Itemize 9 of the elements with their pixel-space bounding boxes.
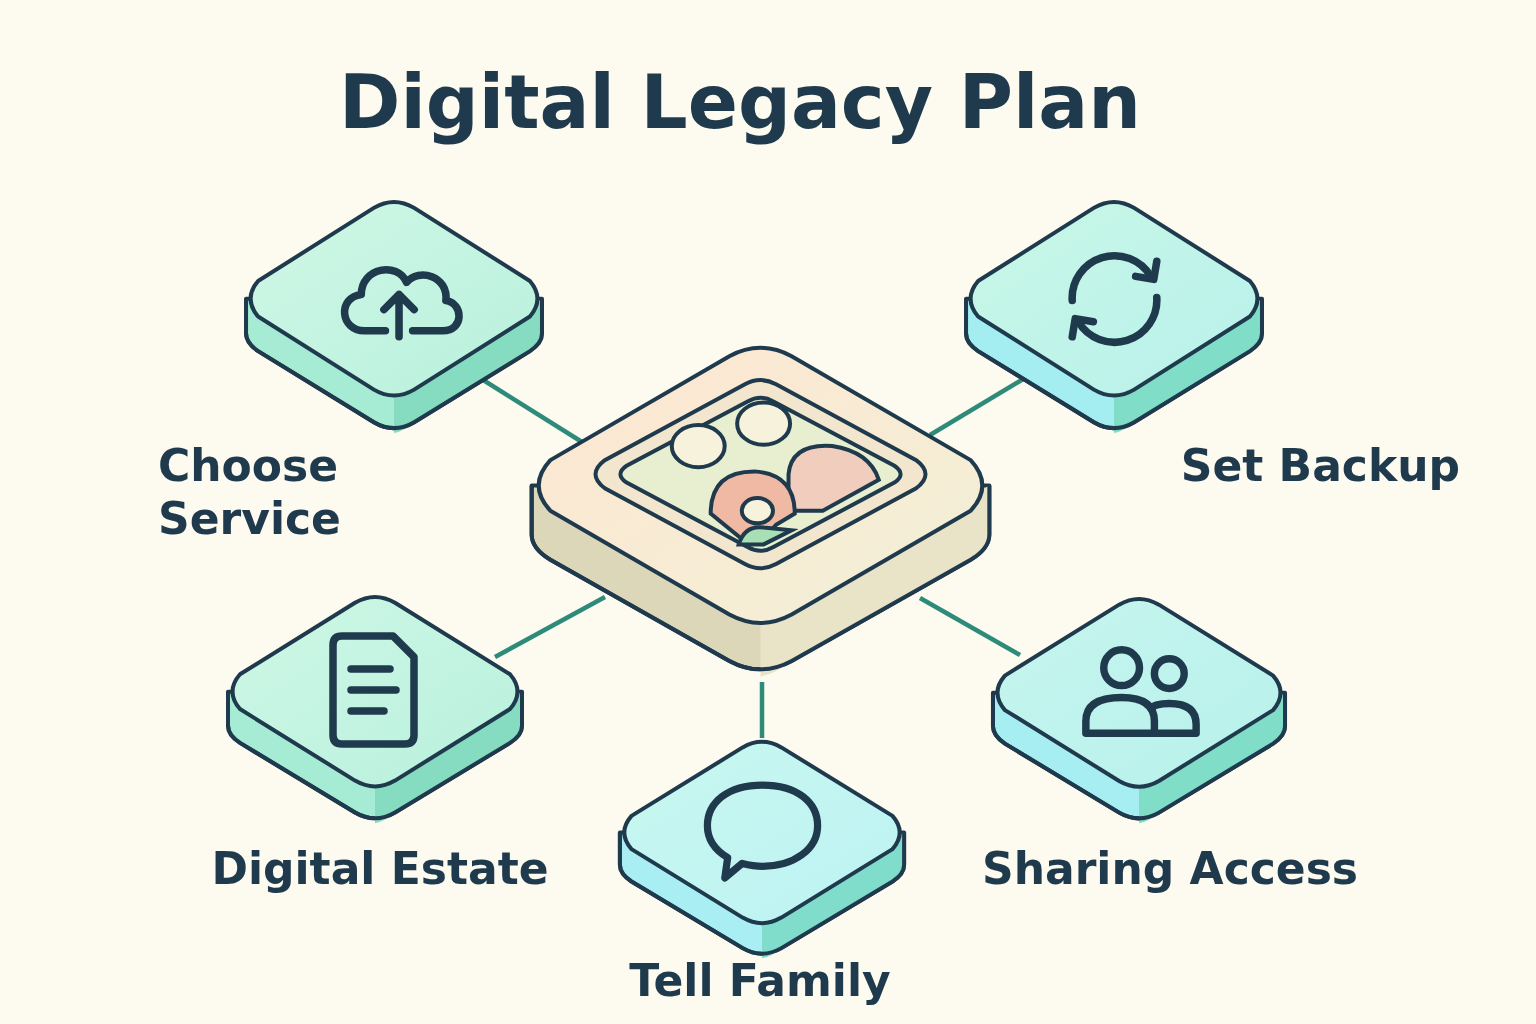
diagram-title: Digital Legacy Plan (338, 58, 1142, 147)
connector-line (493, 595, 607, 659)
step-label: Digital Estate (210, 843, 550, 896)
step-label: Tell Family (628, 955, 892, 1008)
connector-line (918, 596, 1022, 657)
step-label: Choose Service (158, 440, 342, 546)
connector-line (759, 682, 765, 738)
step-label: Set Backup (1179, 440, 1460, 493)
step-label: Sharing Access (980, 843, 1360, 896)
